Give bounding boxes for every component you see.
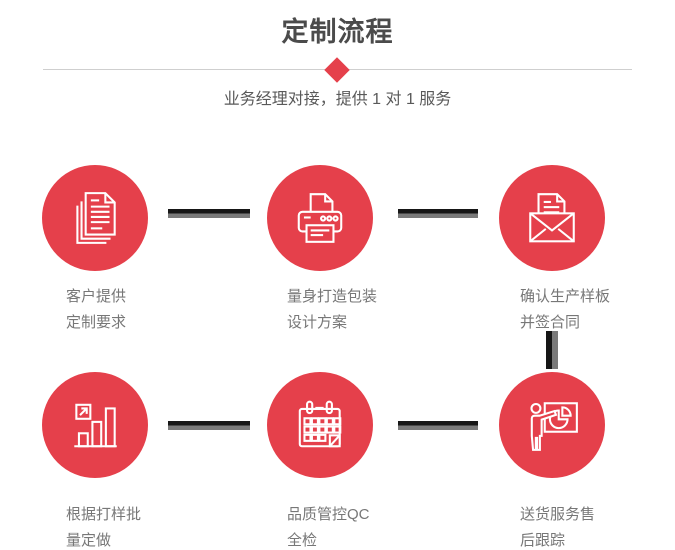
connector-step4-step5 xyxy=(168,421,250,430)
connector-step1-step2 xyxy=(168,209,250,218)
step-label-1-line1: 客户提供 xyxy=(66,288,127,305)
page-subtitle: 业务经理对接，提供 1 对 1 服务 xyxy=(223,91,452,108)
connector-step3-step6 xyxy=(546,331,558,369)
step-label-3: 确认生产样板 并签合同 xyxy=(520,284,610,336)
envelope-icon xyxy=(529,193,575,243)
step-label-2: 量身打造包装 设计方案 xyxy=(287,284,377,336)
step-label-4: 根据打样批 量定做 xyxy=(66,502,141,550)
documents-icon xyxy=(76,192,116,244)
calendar-icon xyxy=(298,400,342,448)
step-label-6-line2: 后跟踪 xyxy=(520,532,566,549)
step-label-5-line1: 品质管控QC xyxy=(287,506,370,523)
step-label-5-line2: 全检 xyxy=(287,532,318,549)
diamond-ornament xyxy=(324,57,350,83)
step-label-3-line2: 并签合同 xyxy=(520,314,581,331)
step-circle-4 xyxy=(42,372,148,478)
step-label-4-line1: 根据打样批 xyxy=(66,506,142,523)
page-title: 定制流程 xyxy=(281,17,394,47)
presenter-icon xyxy=(530,402,578,451)
step-label-1: 客户提供 定制要求 xyxy=(66,284,126,336)
step-label-6-line1: 送货服务售 xyxy=(520,506,596,523)
printer-icon xyxy=(297,193,343,243)
step-label-2-line1: 量身打造包装 xyxy=(287,288,378,305)
connector-step5-step6 xyxy=(398,421,478,430)
step-circle-2 xyxy=(267,165,373,271)
step-circle-1 xyxy=(42,165,148,271)
step-label-6: 送货服务售 后跟踪 xyxy=(520,502,595,550)
step-circle-6 xyxy=(499,372,605,478)
connector-step2-step3 xyxy=(398,209,478,218)
step-label-2-line2: 设计方案 xyxy=(287,314,348,331)
step-circle-5 xyxy=(267,372,373,478)
step-label-1-line2: 定制要求 xyxy=(66,314,127,331)
step-label-4-line2: 量定做 xyxy=(66,532,112,549)
step-circle-3 xyxy=(499,165,605,271)
step-label-3-line1: 确认生产样板 xyxy=(520,288,611,305)
step-label-5: 品质管控QC 全检 xyxy=(287,502,370,550)
bar-chart-icon xyxy=(74,403,117,448)
